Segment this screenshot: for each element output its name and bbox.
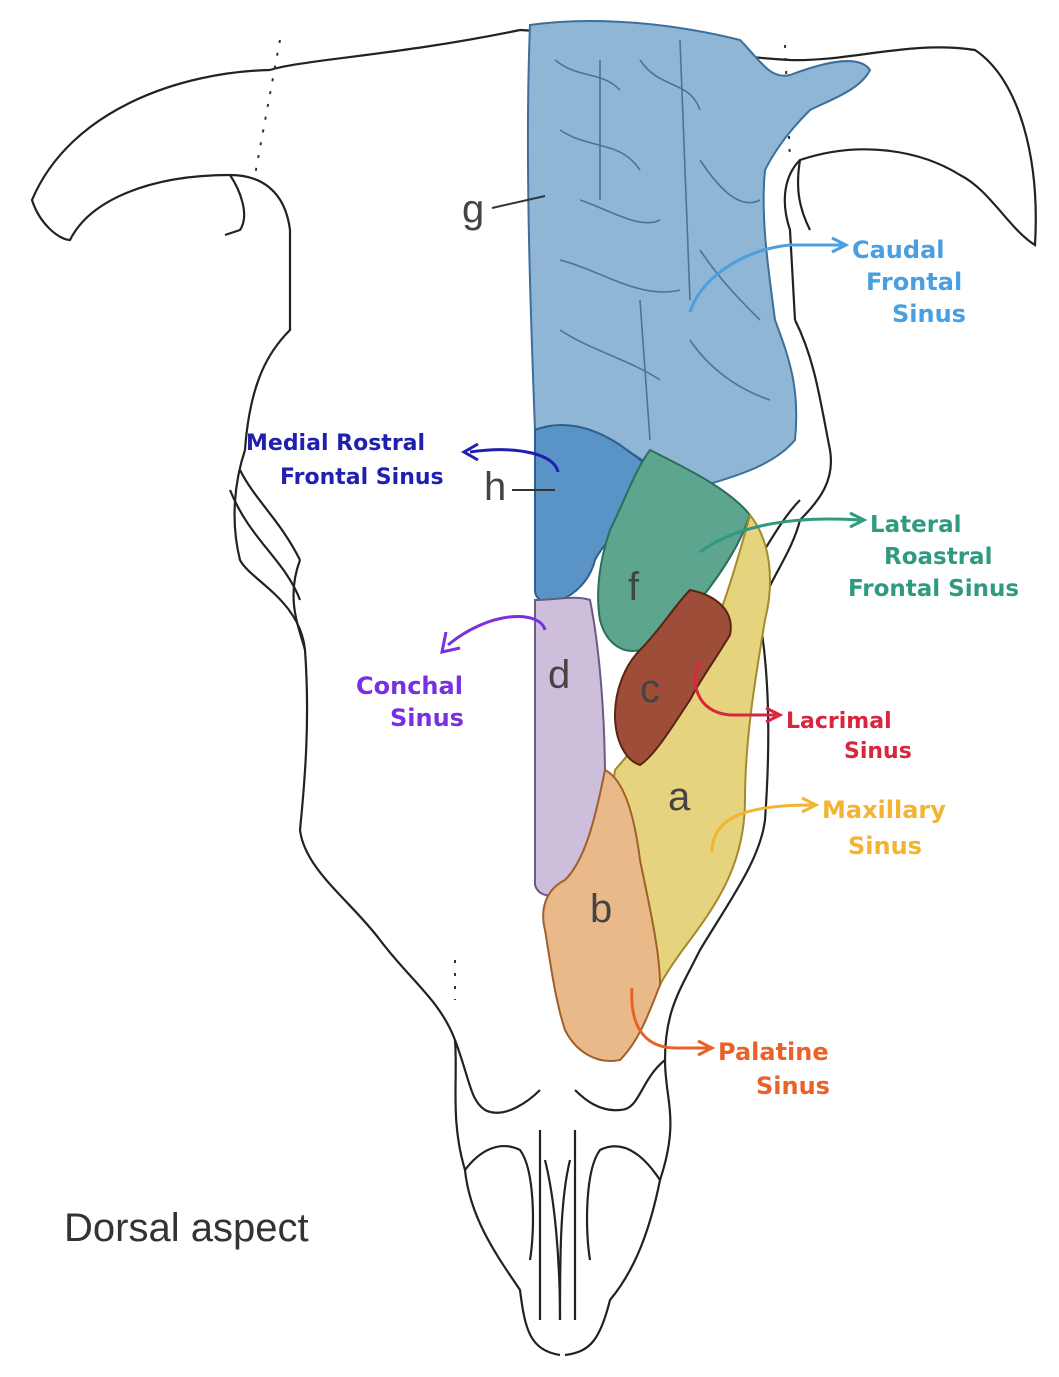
label-maxillary-1: Maxillary: [822, 796, 946, 824]
arrowhead-lacrimal: [765, 706, 784, 724]
pointer-g: [491, 195, 546, 209]
letter-f: f: [628, 565, 640, 609]
region-lacrimal: [613, 588, 732, 767]
letter-a: a: [668, 775, 691, 819]
arrowhead-lateral-rostral: [849, 511, 868, 529]
arrow-maxillary: [710, 803, 813, 853]
arrowhead-conchal: [440, 631, 461, 654]
arrow-conchal: [447, 615, 547, 647]
arrowhead-caudal-frontal: [831, 236, 850, 254]
label-lateral-rostral-1: Lateral: [870, 512, 962, 538]
label-palatine-1: Palatine: [718, 1038, 829, 1066]
letter-g: g: [462, 187, 484, 231]
letter-d: d: [548, 653, 570, 697]
arrow-medial-rostral: [469, 448, 560, 473]
label-caudal-frontal-2: Frontal: [866, 268, 962, 296]
label-palatine-2: Sinus: [756, 1072, 830, 1100]
caption-dorsal-aspect: Dorsal aspect: [64, 1206, 309, 1250]
label-caudal-frontal-3: Sinus: [892, 300, 966, 328]
letter-b: b: [590, 887, 612, 931]
label-lateral-rostral-3: Frontal Sinus: [848, 576, 1019, 602]
arrow-lacrimal: [693, 661, 776, 717]
arrowhead-medial-rostral: [460, 442, 479, 462]
label-medial-rostral-2: Frontal Sinus: [280, 465, 444, 490]
arrow-palatine: [630, 987, 708, 1050]
label-lateral-rostral-2: Roastral: [884, 544, 992, 570]
arrowhead-palatine: [697, 1039, 716, 1057]
label-caudal-frontal-1: Caudal: [852, 236, 945, 264]
arrow-lateral-rostral: [699, 517, 861, 554]
label-conchal-2: Sinus: [390, 704, 464, 732]
region-caudal-frontal: [526, 19, 872, 492]
arrow-caudal-frontal: [688, 243, 842, 313]
frontal-texture: [554, 39, 771, 441]
label-maxillary-2: Sinus: [848, 832, 922, 860]
label-lacrimal-1: Lacrimal: [786, 709, 892, 734]
label-conchal-1: Conchal: [356, 672, 463, 700]
arrowhead-maxillary: [801, 796, 820, 814]
letter-c: c: [640, 667, 660, 711]
label-medial-rostral-1: Medial Rostral: [246, 431, 425, 456]
label-lacrimal-2: Sinus: [844, 739, 912, 764]
letter-h: h: [484, 465, 506, 509]
